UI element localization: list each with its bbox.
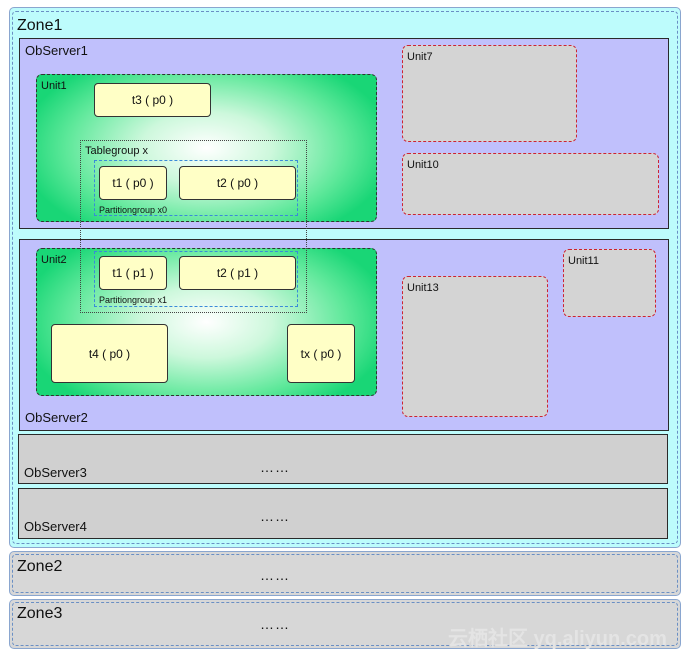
observer3-ellipsis: …… (260, 459, 290, 475)
observer4 (18, 488, 668, 539)
observer1-label: ObServer1 (25, 43, 88, 58)
observer3-label: ObServer3 (24, 465, 87, 480)
zone2-label: Zone2 (17, 558, 63, 575)
unit7 (402, 45, 577, 142)
unit2-label: Unit2 (41, 254, 67, 266)
observer4-label: ObServer4 (24, 519, 87, 534)
partitiongroup-x0-label: Partitiongroup x0 (99, 205, 168, 215)
table-t4-p0: t4 ( p0 ) (51, 324, 168, 383)
zone3 (9, 599, 681, 649)
partitiongroup-x0 (94, 160, 298, 216)
zone1-label: Zone1 (17, 17, 63, 34)
partitiongroup-x1-label: Partitiongroup x1 (99, 295, 168, 305)
watermark: 云栖社区 yq.aliyun.com (448, 628, 667, 650)
unit11-label: Unit11 (568, 255, 599, 267)
observer4-ellipsis: …… (260, 508, 290, 524)
unit11 (563, 249, 656, 317)
table-t2-p0: t2 ( p0 ) (179, 166, 296, 200)
zone2-inner-border (12, 554, 678, 593)
table-t2-p1: t2 ( p1 ) (179, 256, 296, 290)
zone2-ellipsis: …… (260, 567, 290, 583)
observer3 (18, 434, 668, 484)
unit10-label: Unit10 (407, 159, 439, 171)
observer2-label: ObServer2 (25, 410, 88, 425)
unit7-label: Unit7 (407, 51, 433, 63)
unit10 (402, 153, 659, 215)
table-tx-p0: tx ( p0 ) (287, 324, 355, 383)
tablegroup-label: Tablegroup x (85, 145, 148, 157)
table-t1-p0: t1 ( p0 ) (99, 166, 167, 200)
zone3-ellipsis: …… (260, 616, 290, 632)
unit1-label: Unit1 (41, 80, 67, 92)
zone1-inner-border (12, 11, 678, 544)
zone3-label: Zone3 (17, 605, 63, 622)
zone2 (9, 551, 681, 596)
unit13 (402, 276, 548, 417)
table-t3-p0: t3 ( p0 ) (94, 83, 211, 117)
unit13-label: Unit13 (407, 282, 439, 294)
partitiongroup-x1 (94, 251, 298, 307)
zone3-inner-border (12, 602, 678, 646)
table-t1-p1: t1 ( p1 ) (99, 256, 167, 290)
tablegroup-x (80, 140, 307, 313)
